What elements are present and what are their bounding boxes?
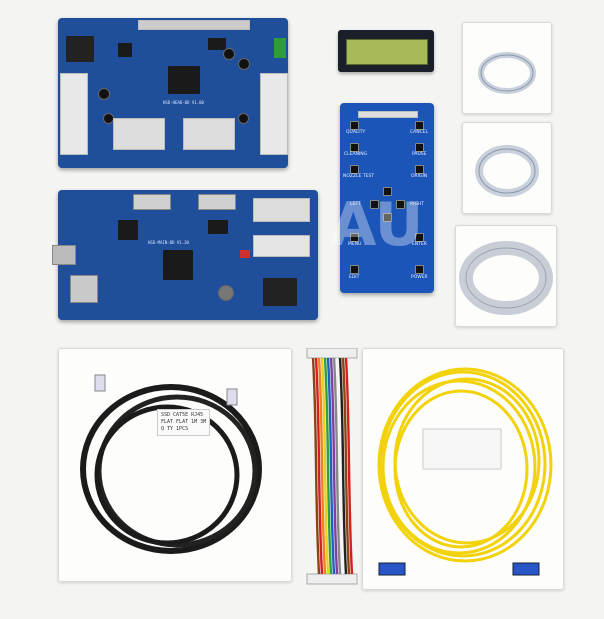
ribbon-cable-bag-3 [455,225,557,327]
rainbow-cable-svg [306,347,358,585]
head-board-chip-3 [208,38,226,50]
cancel-button-key [415,121,424,130]
ethernet-cable-coil [80,374,262,554]
down-arrow-key [383,213,392,222]
lcd-display [338,30,434,72]
ribbon-cable-bag-2 [462,122,552,214]
power-label: POWER [411,275,428,280]
head-board-header-strip [183,118,235,150]
main-board-heatsink [70,275,98,303]
cancel-label: CANCEL [410,130,429,135]
head-board-main-chip [168,66,200,94]
edit-button-key [350,265,359,274]
lcd-screen [346,39,428,65]
main-board-capacitor [218,285,234,301]
edit-label: EDIT [349,275,360,280]
head-board-top-pins [138,20,250,30]
up-arrow-key [383,187,392,196]
head-board-chip-2 [118,43,132,57]
ribbon-cable-coil [459,241,553,315]
head-board-fiber-module [66,36,94,62]
head-board-capacitor [98,88,110,100]
left-label: LEFT [350,202,361,207]
right-arrow-key [396,200,405,209]
watermark: AU [330,190,424,260]
main-board-chip-3 [208,220,228,234]
power-button-key [415,265,424,274]
nozzle-button-key [350,165,359,174]
pause-button-key [415,143,424,152]
main-board-fiber-module [263,278,297,306]
main-board-vga-connector [133,194,171,210]
main-board: HSD-MAIN-BD V1.30 [52,190,318,320]
head-board-capacitor [223,48,235,60]
head-board-left-connector [60,73,88,155]
head-board-green-terminal [274,38,286,58]
fiber-cable-bag [362,348,564,590]
main-board-chip-2 [118,220,138,240]
fiber-cable-coil [377,367,553,576]
head-board: HSD-HEAD-BD V1.00 [58,18,288,168]
ribbon-cable-coil [475,145,539,197]
cleaning-label: CLEANING [344,152,368,157]
right-label: RIGHT [410,202,425,207]
head-board-capacitor [238,113,249,124]
menu-button-key [350,233,359,242]
origin-button-key [415,165,424,174]
cleaning-button-key [350,143,359,152]
cable-tag: SSD CAT5E RJ45 FLAT FLAT 1M 3M Q TY 1PCS [157,409,211,436]
main-board-header-pins [253,198,310,222]
enter-button-key [415,233,424,242]
head-board-label: HSD-HEAD-BD V1.00 [163,100,204,105]
main-board-white-connectors [253,235,310,257]
head-board-capacitor [238,58,250,70]
origin-label: ORIGIN [411,174,428,179]
control-panel-board: QUALITY CANCEL CLEANING PAUSE NOZZLE TES… [340,103,434,293]
main-board-red-switch [240,250,250,258]
rainbow-ribbon-cable [305,347,360,588]
quality-label: QUALITY [346,130,366,135]
nozzle-label: NOZZLE TEST [343,174,375,179]
pause-label: PAUSE [412,152,427,157]
main-board-main-chip [163,250,193,280]
control-panel-lcd-header [358,111,418,118]
menu-label: MENU [348,242,362,247]
ribbon-cable-bag-1 [462,22,552,114]
enter-label: ENTER [412,242,427,247]
quality-button-key [350,121,359,130]
head-board-right-connector [260,73,288,155]
left-arrow-key [370,200,379,209]
ethernet-cable-bag: SSD CAT5E RJ45 FLAT FLAT 1M 3M Q TY 1PCS [58,348,292,582]
ribbon-cable-coil [478,52,536,94]
head-board-header-strip [113,118,165,150]
main-board-rj45-port [52,245,76,265]
main-board-label: HSD-MAIN-BD V1.30 [148,240,189,245]
main-board-vga-connector [198,194,236,210]
